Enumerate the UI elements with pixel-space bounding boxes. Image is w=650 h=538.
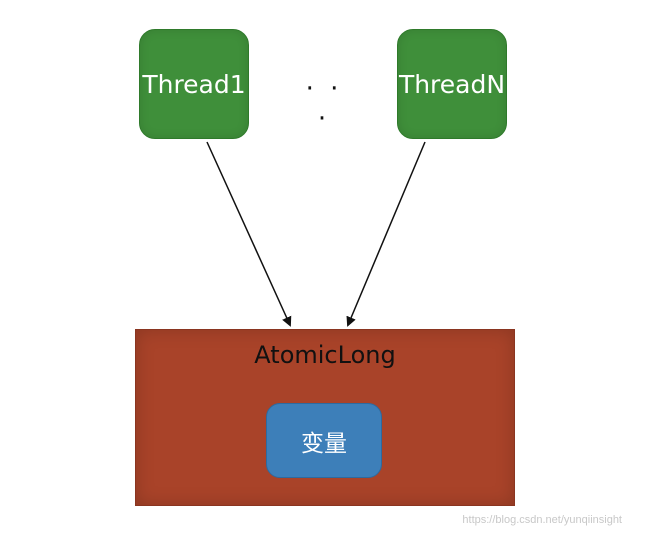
thread1-box: Thread1 (139, 29, 249, 139)
arrow-thread1 (206, 141, 292, 327)
threadN-label: ThreadN (398, 69, 506, 99)
variable-label: 变量 (301, 430, 347, 457)
watermark: https://blog.csdn.net/yunqiinsight (462, 514, 622, 526)
threadN-box: ThreadN (397, 29, 507, 139)
atomiclong-title: AtomicLong (254, 341, 396, 369)
atomiclong-box: AtomicLong 变量 (135, 329, 515, 506)
thread1-label: Thread1 (142, 69, 246, 99)
ellipsis: · · · (305, 74, 343, 134)
arrow-threadN (346, 141, 426, 327)
variable-box: 变量 (266, 403, 382, 478)
